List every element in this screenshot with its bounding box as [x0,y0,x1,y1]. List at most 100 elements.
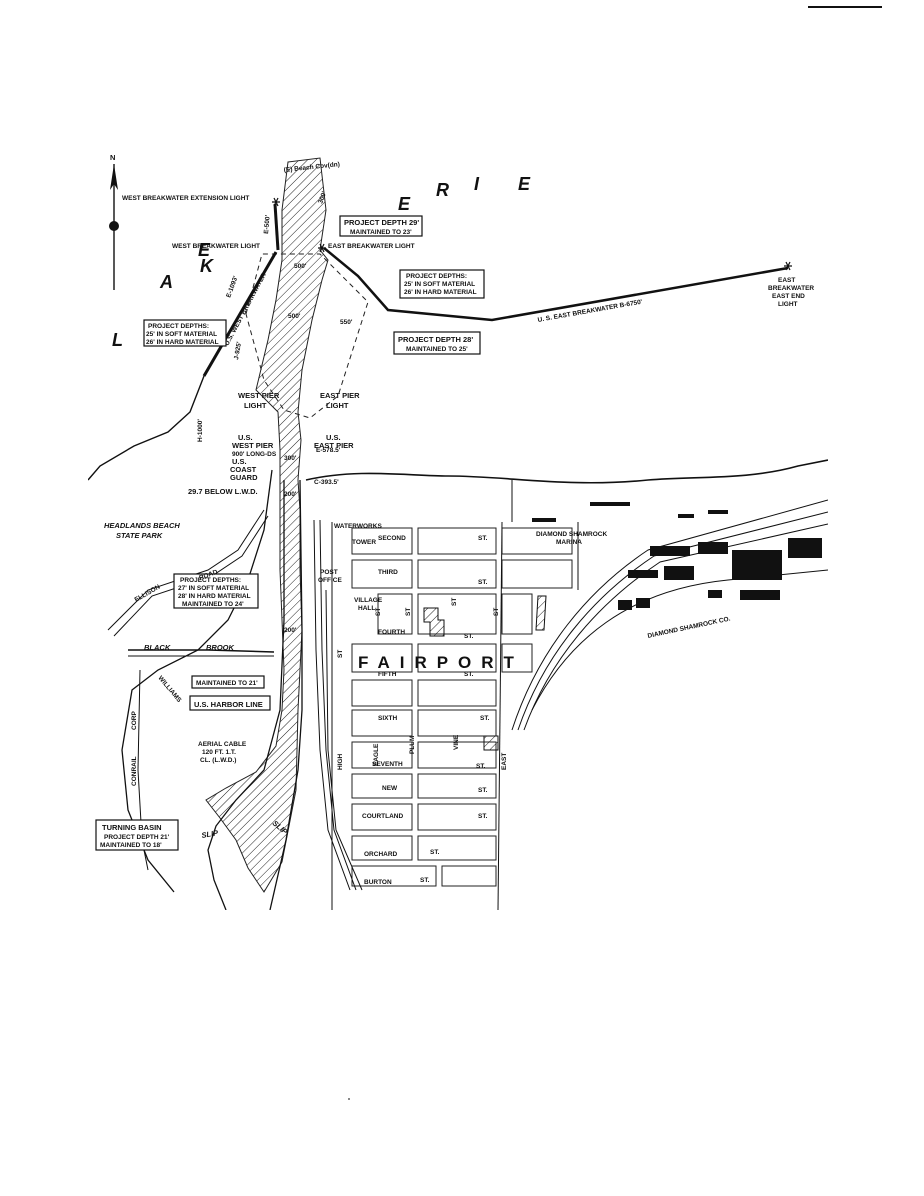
svg-text:PROJECT DEPTH 29': PROJECT DEPTH 29' [344,218,419,227]
label-aerial-2: 120 FT. 1.T. [202,749,236,756]
street-st-2: ST. [478,579,488,586]
label-slip-1: SLIP [201,828,220,840]
label-west-pier-light-1: WEST PIER [238,391,280,400]
dim-300-top: 300' [317,190,328,204]
conrail-line [137,669,149,871]
label-aerial-1: AERIAL CABLE [198,741,247,748]
label-williams: WILLIAMS [156,675,182,705]
harbor-map: N L A K E E R I E WEST BREAKWATER EXTENS… [88,153,828,910]
svg-text:27' IN SOFT MATERIAL: 27' IN SOFT MATERIAL [178,585,249,592]
box-pd-river: PROJECT DEPTHS: 27' IN SOFT MATERIAL 28'… [173,573,259,609]
street-second: SECOND [378,535,406,542]
svg-text:26' IN HARD MATERIAL: 26' IN HARD MATERIAL [146,339,219,346]
dim-300-mid: 300' [284,455,297,462]
street-plum: PLUM [409,736,416,754]
label-west-pier-3: 900' LONG-DS [232,451,277,458]
shoreline-west [88,375,205,481]
label-west-pier-1: U.S. [238,433,253,442]
street-eagle: EAGLE [373,743,380,766]
label-east-end-4: LIGHT [778,301,798,308]
dim-h1000: H-1000' [197,419,204,442]
box-pd-east: PROJECT DEPTHS: 25' IN SOFT MATERIAL 26'… [399,269,485,299]
street-st-5: ST. [480,715,490,722]
box-pd-west: PROJECT DEPTHS: 25' IN SOFT MATERIAL 26'… [143,319,227,347]
label-company: DIAMOND SHAMROCK CO. [647,616,731,640]
river-west-bank [207,480,285,910]
street-st-v2: ST [405,608,412,616]
street-st-3: ST. [464,633,474,640]
erie-letter-r: R [436,180,449,200]
label-west-pier-light-2: LIGHT [244,401,267,410]
street-fourth: FOURTH [378,629,405,636]
street-st-v4: ST [493,608,500,616]
light-symbols [272,197,792,271]
dim-j925: J-925' [233,341,243,361]
west-breakwater [202,251,278,377]
svg-text:U.S. HARBOR LINE: U.S. HARBOR LINE [194,700,263,709]
black-brook [128,649,275,653]
label-waterworks: WATERWORKS [334,523,382,530]
label-coast-guard-1: U.S. [232,457,247,466]
street-burton: BURTON [364,879,392,886]
street-st-6: ST. [476,763,486,770]
street-high: HIGH [337,753,344,770]
svg-text:28' IN HARD MATERIAL: 28' IN HARD MATERIAL [178,593,251,600]
lake-letter-e: E [198,240,211,260]
street-seventh: SEVENTH [372,761,403,768]
label-coast-guard-2: COAST [230,465,257,474]
svg-text:PROJECT DEPTHS:: PROJECT DEPTHS: [148,323,209,330]
label-post-office-1: POST [320,569,338,576]
label-village-hall-2: HALL [358,605,375,612]
north-arrow: N [109,153,119,290]
svg-text:26' IN HARD MATERIAL: 26' IN HARD MATERIAL [404,289,477,296]
dim-500-b: 500' [288,313,301,320]
label-brook: BROOK [206,643,235,652]
street-vine: VINE [453,734,460,750]
street-orchard: ORCHARD [364,851,398,858]
label-east-end-2: BREAKWATER [768,285,814,292]
north-label: N [110,153,115,162]
label-aerial-3: CL. (L.W.D.) [200,757,236,764]
building-village [423,607,445,637]
label-west-ext-light: WEST BREAKWATER EXTENSION LIGHT [122,195,249,202]
pond [535,595,547,631]
dim-500-a: 500' [294,263,307,270]
street-third: THIRD [378,569,398,576]
street-st-v1: ST [375,608,382,616]
street-high-st: ST [337,650,344,658]
svg-text:TURNING BASIN: TURNING BASIN [102,823,162,832]
svg-text:PROJECT DEPTHS:: PROJECT DEPTHS: [180,577,241,584]
dim-e1093: E-1093' [225,275,239,299]
erie-letter-i: I [474,174,480,194]
street-st-9: ST. [430,849,440,856]
street-st-10: ST. [420,877,430,884]
svg-text:MAINTAINED TO 23': MAINTAINED TO 23' [350,229,412,236]
dim-e500: E-500' [263,214,272,234]
lake-letter-a: A [159,272,173,292]
svg-text:MAINTAINED TO 21': MAINTAINED TO 21' [196,680,258,687]
label-post-office-2: OFFICE [318,577,342,584]
street-fifth: FIFTH [378,671,397,678]
shoreline-east [305,459,828,484]
dim-200: 200' [284,491,297,498]
dim-550: 550' [340,319,353,326]
label-conrail: CONRAIL [131,756,138,786]
river-east-bank [269,479,303,910]
erie-letter-e1: E [398,194,411,214]
dim-200-b: 200' [284,627,297,634]
box-harbor-line: U.S. HARBOR LINE [189,695,271,711]
dim-c3935: C-393.5' [314,479,339,486]
industrial-buildings [532,502,822,610]
park-label-1: HEADLANDS BEACH [104,521,180,530]
svg-text:PROJECT DEPTH 28': PROJECT DEPTH 28' [398,335,473,344]
label-east-pier-1: U.S. [326,433,341,442]
label-west-pier-2: WEST PIER [232,441,274,450]
box-maint21: MAINTAINED TO 21' [191,675,265,689]
building-east [483,735,499,751]
street-st-1: ST. [478,535,488,542]
box-pd28: PROJECT DEPTH 28' MAINTAINED TO 24' MAIN… [393,331,481,355]
label-tower: TOWER [352,539,376,546]
lake-letter-l: L [112,330,123,350]
label-coast-guard-3: GUARD [230,473,258,482]
speck [348,1098,350,1100]
